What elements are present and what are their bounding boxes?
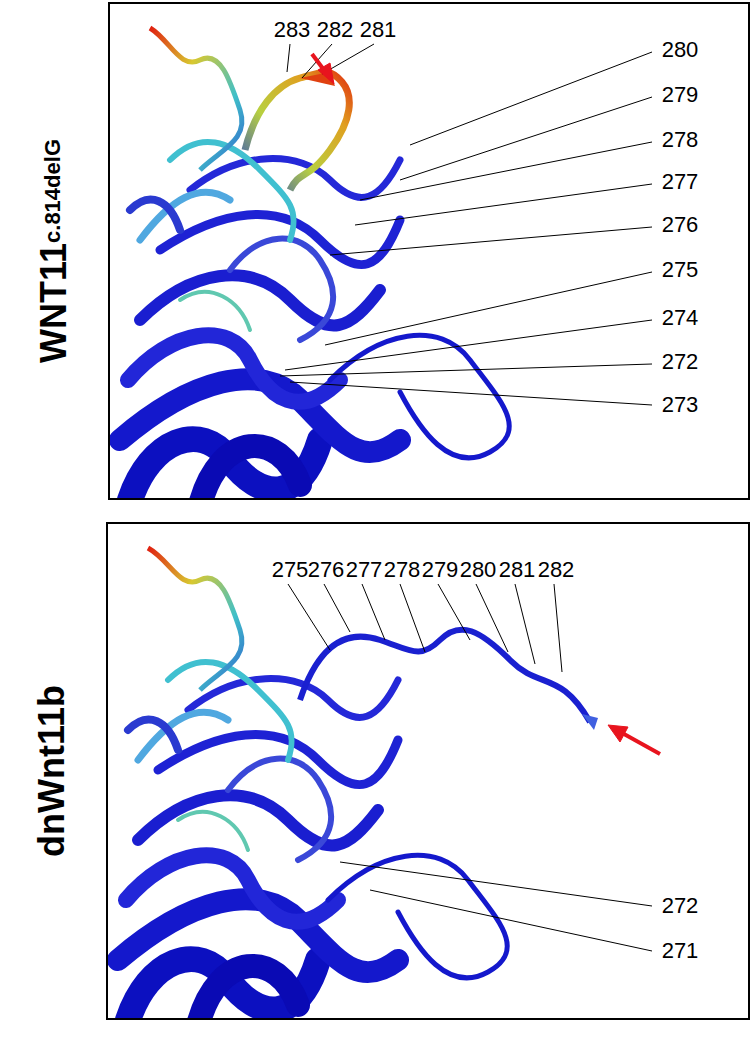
leader-line [280,364,652,376]
red-arrows [312,54,660,754]
residue-number: 278 [662,129,699,151]
residue-number: 272 [662,351,699,373]
terminal-strand [150,28,242,170]
residue-number: 281 [499,559,536,581]
residue-number: 280 [460,559,497,581]
residue-number: 271 [662,940,699,962]
leader-line [476,584,508,652]
residue-number: 273 [662,394,699,416]
residue-number: 279 [422,559,459,581]
panel-title-text: dnWnt11b [31,685,72,857]
residue-number: 283 [274,19,311,41]
leader-line [400,584,425,652]
residue-number: 277 [346,559,383,581]
chain-end [582,714,598,730]
residue-number: 275 [662,259,699,281]
ribbon-structure [118,548,598,1018]
ribbon-core [118,662,507,1018]
leader-line [330,227,652,255]
arrowhead [318,63,334,84]
leader-line [285,320,652,370]
residue-number: 282 [317,19,354,41]
ribbon-structure [120,28,509,498]
leader-line [410,52,652,145]
residue-number: 282 [538,559,575,581]
residue-number: 274 [662,307,699,329]
residue-number: 272 [662,895,699,917]
mutant-loop [245,72,349,190]
ribbon-core [120,142,509,498]
residue-number: 277 [662,171,699,193]
residue-number: 279 [662,84,699,106]
residue-number: 276 [308,559,345,581]
residue-number: 276 [662,214,699,236]
leader-line [324,584,350,632]
terminal-strand [148,548,242,690]
leader-line [290,382,652,405]
variant-superscript: c.814delG [40,139,65,243]
leader-line [362,584,385,640]
pointer-arrow [624,734,660,754]
residue-number: 275 [272,559,309,581]
leader-line [287,44,290,72]
leader-line [370,890,652,951]
leader-line [360,142,652,200]
leader-line [288,584,330,650]
panel-title-text: WNT11 [33,243,74,363]
residue-number: 280 [662,39,699,61]
leader-line [438,584,470,640]
leader-line [325,272,652,345]
residue-number: 281 [360,19,397,41]
figure-panel: dnWnt11b [106,522,750,1020]
figure-panel: WNT11c.814delG [108,2,750,500]
leader-line [400,97,652,180]
panel-title: dnWnt11b [31,685,73,857]
leader-line [515,584,535,664]
extended-loop [300,630,590,722]
residue-number: 278 [384,559,421,581]
leader-line [355,184,652,225]
leader-line [554,584,562,672]
leader-line [340,862,652,906]
panel-title: WNT11c.814delG [33,139,75,363]
arrowhead [608,725,628,742]
leader-lines [280,44,652,951]
